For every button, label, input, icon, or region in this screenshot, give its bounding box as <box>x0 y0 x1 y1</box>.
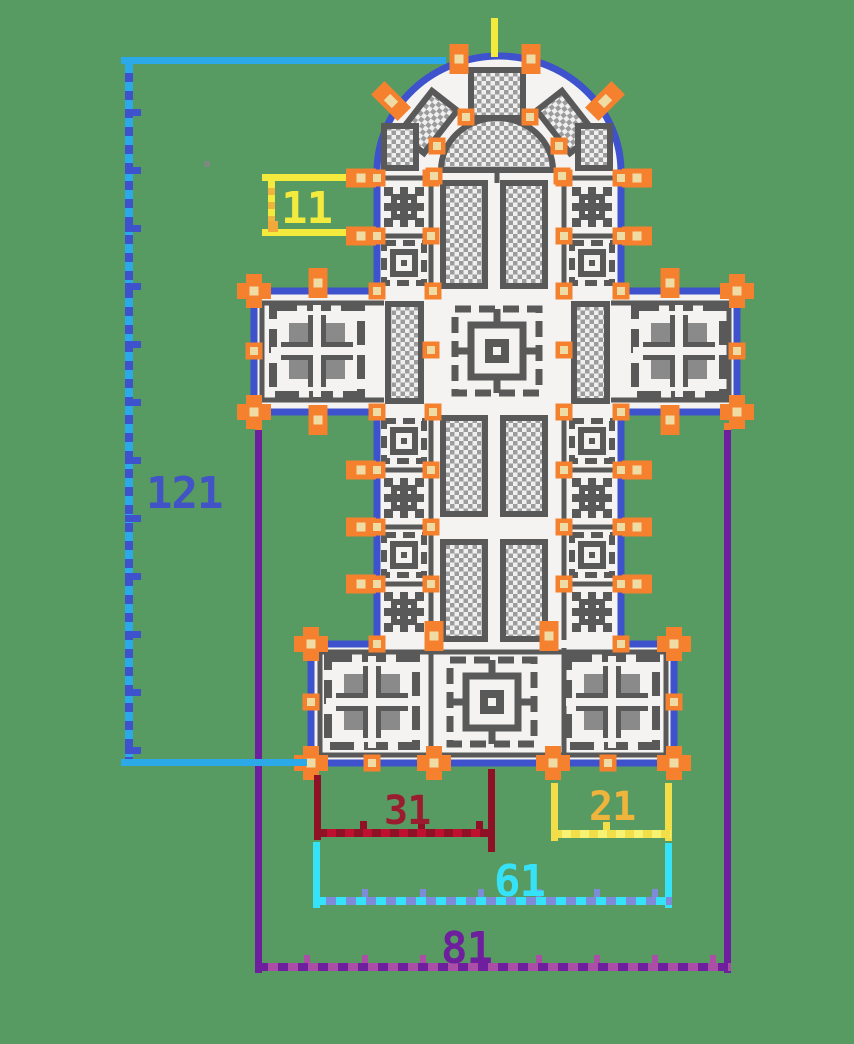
buttress <box>539 621 559 651</box>
pier-anchor <box>428 137 446 155</box>
dim-121-tick-marks <box>125 64 141 759</box>
wall-anchor <box>363 754 381 772</box>
wall-anchor <box>368 227 386 245</box>
pier-anchor <box>555 341 573 359</box>
dim-61-extension-left <box>313 842 320 908</box>
wall-anchor <box>368 635 386 653</box>
wall-anchor <box>612 635 630 653</box>
wall-anchor <box>302 693 320 711</box>
dim-11-corner-mark <box>268 221 278 232</box>
dim-61-extension-right <box>665 843 672 908</box>
wall-anchor <box>612 518 630 536</box>
dim-21-extension-right <box>665 783 672 841</box>
pier-anchor <box>553 167 571 185</box>
pier-anchor <box>555 518 573 536</box>
wall-anchor <box>368 169 386 187</box>
dim-31-extension-right <box>488 769 495 852</box>
pier-anchor <box>425 167 443 185</box>
wall-anchor <box>612 227 630 245</box>
dim-31-line <box>318 829 489 837</box>
reference-line-bottom <box>121 759 307 766</box>
dim-81-cap-right <box>724 423 731 430</box>
dim-31-extension-left <box>314 775 321 840</box>
buttress <box>308 405 328 435</box>
pier-anchor <box>422 518 440 536</box>
dim-81-extension-right <box>724 430 731 973</box>
pier-anchor <box>555 227 573 245</box>
wall-anchor <box>728 342 746 360</box>
dimension-label-transept-width: 81 <box>441 923 493 974</box>
dim-11-line-top <box>262 174 346 181</box>
dim-81-line <box>258 963 731 971</box>
buttress <box>660 405 680 435</box>
dim-81-extension-left <box>255 430 262 973</box>
wall-anchor <box>612 575 630 593</box>
wall-anchor <box>555 403 573 421</box>
dim-11-line-bottom <box>262 229 346 236</box>
wall-anchor <box>368 518 386 536</box>
pier-anchor <box>521 108 539 126</box>
dimension-label-total-length: 121 <box>146 468 223 519</box>
wall-anchor <box>555 282 573 300</box>
buttress <box>521 44 541 74</box>
pier-anchor <box>457 108 475 126</box>
wall-anchor <box>665 693 683 711</box>
dimension-label-bay-spacing: 11 <box>281 183 333 234</box>
dimension-label-west-left-span: 31 <box>384 788 431 834</box>
wall-anchor <box>612 403 630 421</box>
buttress <box>424 621 444 651</box>
wall-anchor <box>612 282 630 300</box>
wall-anchor <box>599 754 617 772</box>
dimension-label-west-right-span: 21 <box>589 784 636 830</box>
dim-81-cap-left <box>255 423 262 430</box>
wall-anchor <box>424 282 442 300</box>
wall-anchor <box>245 342 263 360</box>
wall-anchor <box>612 461 630 479</box>
wall-anchor <box>424 403 442 421</box>
dimension-label-west-width: 61 <box>494 856 546 907</box>
buttress <box>660 268 680 298</box>
apse-interior <box>381 67 613 173</box>
pier-anchor <box>550 137 568 155</box>
axis-line <box>491 18 498 57</box>
dim-61-line <box>316 897 672 905</box>
dim-11-line <box>268 181 275 229</box>
stray-pixel <box>204 161 210 167</box>
checkered-piers <box>385 180 610 642</box>
wall-anchor <box>612 169 630 187</box>
reference-line-top <box>121 57 446 64</box>
pier-anchor <box>555 461 573 479</box>
wall-anchor <box>368 282 386 300</box>
wall-anchor <box>368 403 386 421</box>
pier-anchor <box>422 461 440 479</box>
buttress <box>449 44 469 74</box>
buttress <box>308 268 328 298</box>
pier-anchor <box>422 227 440 245</box>
wall-anchor <box>368 575 386 593</box>
pier-anchor <box>422 341 440 359</box>
dim-21-line <box>553 830 671 838</box>
pier-anchor <box>555 575 573 593</box>
pier-anchor <box>422 575 440 593</box>
wall-anchor <box>368 461 386 479</box>
dim-21-extension-left <box>551 783 558 841</box>
